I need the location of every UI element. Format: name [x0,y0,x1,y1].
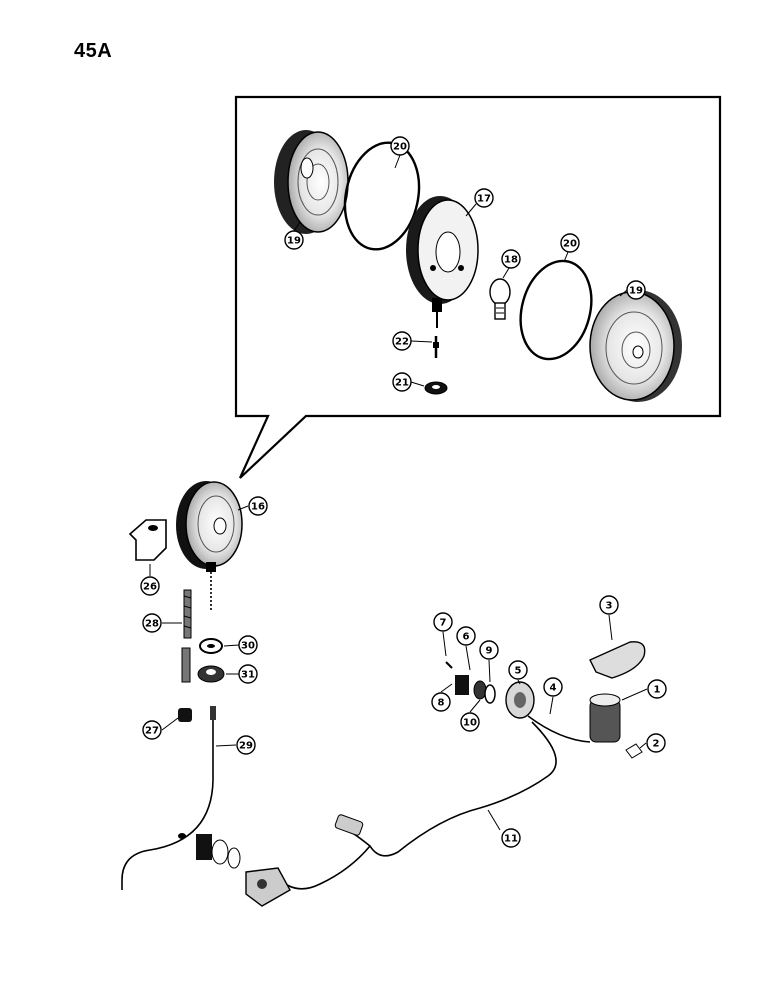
contact-pin-22 [433,336,439,358]
inset-callout-box [234,95,722,479]
svg-text:7: 7 [440,618,447,629]
wire-4 [527,715,591,743]
lens-19-left [274,130,349,234]
svg-text:19: 19 [287,236,301,247]
switch-assembly [445,661,535,719]
svg-text:26: 26 [143,582,157,593]
callout-2: 2 [646,733,666,753]
clip-3 [589,641,646,679]
callout-7: 7 [433,612,453,632]
svg-text:5: 5 [515,666,522,677]
svg-text:31: 31 [241,670,255,681]
svg-text:22: 22 [395,337,409,348]
wire-29 [121,706,214,890]
callout-6: 6 [456,626,476,646]
callout-17: 17 [474,188,494,208]
page-number: 45A [74,40,113,62]
callout-16: 16 [248,496,268,516]
callout-10: 10 [460,712,480,732]
bulb-18 [489,278,511,320]
svg-text:1: 1 [654,685,661,696]
callout-22: 22 [392,331,412,351]
lens-19-right [589,290,682,402]
callout-8: 8 [431,692,451,712]
svg-text:21: 21 [395,378,409,389]
svg-text:18: 18 [504,255,518,266]
callout-1: 1 [647,679,667,699]
lamp-housing-17 [406,196,479,328]
lower-switch-cluster [178,833,291,907]
knob-27 [178,708,192,722]
gasket-ring-20-right [519,259,593,361]
callout-30: 30 [238,635,258,655]
svg-text:2: 2 [653,739,660,750]
callout-9: 9 [479,640,499,660]
svg-text:27: 27 [145,726,159,737]
svg-text:20: 20 [393,142,407,153]
part-2 [625,743,643,759]
wire-11 [277,721,557,890]
callout-20-right: 20 [560,233,580,253]
threaded-rod-lower [181,647,191,683]
svg-text:19: 19 [629,286,643,297]
svg-text:28: 28 [145,619,159,630]
callout-20-top: 20 [390,136,410,156]
callout-21: 21 [392,372,412,392]
callout-19-left: 19 [284,230,304,250]
svg-text:6: 6 [463,632,470,643]
svg-text:10: 10 [463,718,477,729]
callout-11: 11 [501,828,521,848]
callout-4: 4 [543,677,563,697]
svg-text:3: 3 [606,601,613,612]
svg-text:29: 29 [239,741,253,752]
flasher-1 [589,693,621,743]
svg-text:4: 4 [550,683,557,694]
threaded-rod-28 [183,589,192,639]
callout-31: 31 [238,664,258,684]
callout-3: 3 [599,595,619,615]
connector-11 [334,814,364,836]
svg-text:16: 16 [251,502,265,513]
lamp-assembly-16 [176,481,243,612]
callout-26: 26 [140,576,160,596]
callout-27: 27 [142,720,162,740]
svg-text:30: 30 [241,641,255,652]
callout-28: 28 [142,613,162,633]
callout-29: 29 [236,735,256,755]
svg-text:17: 17 [477,194,491,205]
leader-lines [149,154,648,831]
callout-18: 18 [501,249,521,269]
bracket-26 [128,519,167,561]
svg-text:9: 9 [486,646,493,657]
svg-text:8: 8 [438,698,445,709]
svg-text:11: 11 [504,834,518,845]
svg-text:20: 20 [563,239,577,250]
callout-5: 5 [508,660,528,680]
callout-19-right: 19 [626,280,646,300]
